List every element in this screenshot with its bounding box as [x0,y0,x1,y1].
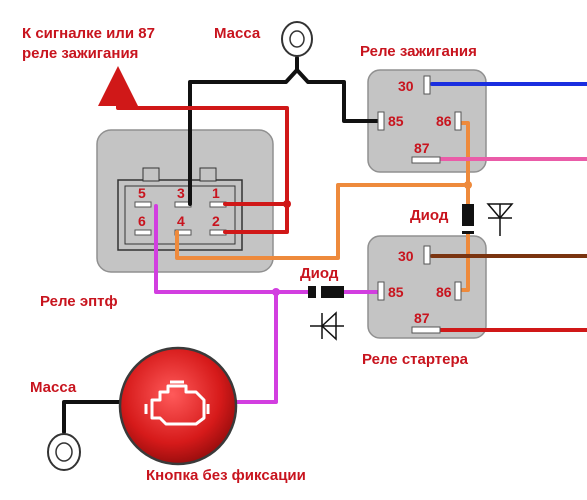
diode-middle-symbol [310,311,344,341]
starter-pin-86: 86 [436,284,452,300]
eptf-pin-4: 4 [177,213,185,229]
ground-left-label: Масса [30,379,77,396]
black-wire-eptf3 [188,68,299,206]
eptf-pin-2: 2 [212,213,220,229]
ign-term-87 [411,156,441,164]
eptf-relay [96,129,274,273]
eptf-pin-1: 1 [212,185,220,201]
orange-wire-ign86 [175,121,470,260]
eptf-pin-3: 3 [177,185,185,201]
ignition-relay-label: Реле зажигания [360,43,477,60]
magenta-wire-button [226,290,278,404]
eptf-term-5 [134,201,152,208]
engine-icon [144,380,210,426]
black-wire-left-ground [62,400,130,434]
diode-right-label: Диод [410,207,449,224]
starter-pin-87: 87 [414,310,430,326]
ign-term-30 [423,75,431,95]
push-button [118,346,238,466]
diode-middle-label: Диод [300,265,339,282]
eptf-key-right [199,167,217,182]
ground-top-label: Масса [214,25,261,42]
junction-red [283,200,291,208]
junction-orange [464,181,472,189]
starter-term-85 [377,281,385,301]
starter-term-86 [454,281,462,301]
ign-pin-30: 30 [398,78,414,94]
ign-term-86 [454,111,462,131]
diode-middle-band [316,286,321,298]
signal-note-line2: реле зажигания [22,45,138,62]
magenta-wire-eptf5 [154,204,310,294]
diode-right-band [462,226,474,231]
ign-term-85 [377,111,385,131]
ign-pin-85: 85 [388,113,404,129]
ground-ring-left-icon [47,433,81,471]
starter-pin-85: 85 [388,284,404,300]
eptf-pin-6: 6 [138,213,146,229]
signal-note-line1: К сигналке или 87 [22,25,155,42]
eptf-key-left [142,167,160,182]
eptf-connector-inner [124,185,236,245]
ign-pin-87: 87 [414,140,430,156]
diode-right-symbol [486,203,514,236]
starter-relay-body [367,235,487,339]
starter-pin-30: 30 [398,248,414,264]
push-button-cap [118,346,238,466]
ground-ring-top-icon [281,21,313,57]
red-wire-to-signal [98,66,289,202]
black-wire-ign85 [295,68,382,123]
starter-relay-label: Реле стартера [362,351,469,368]
eptf-pin-5: 5 [138,185,146,201]
starter-term-87 [411,326,441,334]
starter-term-30 [423,245,431,265]
eptf-connector [117,179,243,251]
ign-pin-86: 86 [436,113,452,129]
junction-magenta [272,288,280,296]
eptf-relay-label: Реле эптф [40,293,118,310]
red-wire-eptf2 [223,202,289,234]
eptf-term-6 [134,229,152,236]
diode-middle-body [308,286,344,298]
button-label: Кнопка без фиксации [146,467,306,484]
